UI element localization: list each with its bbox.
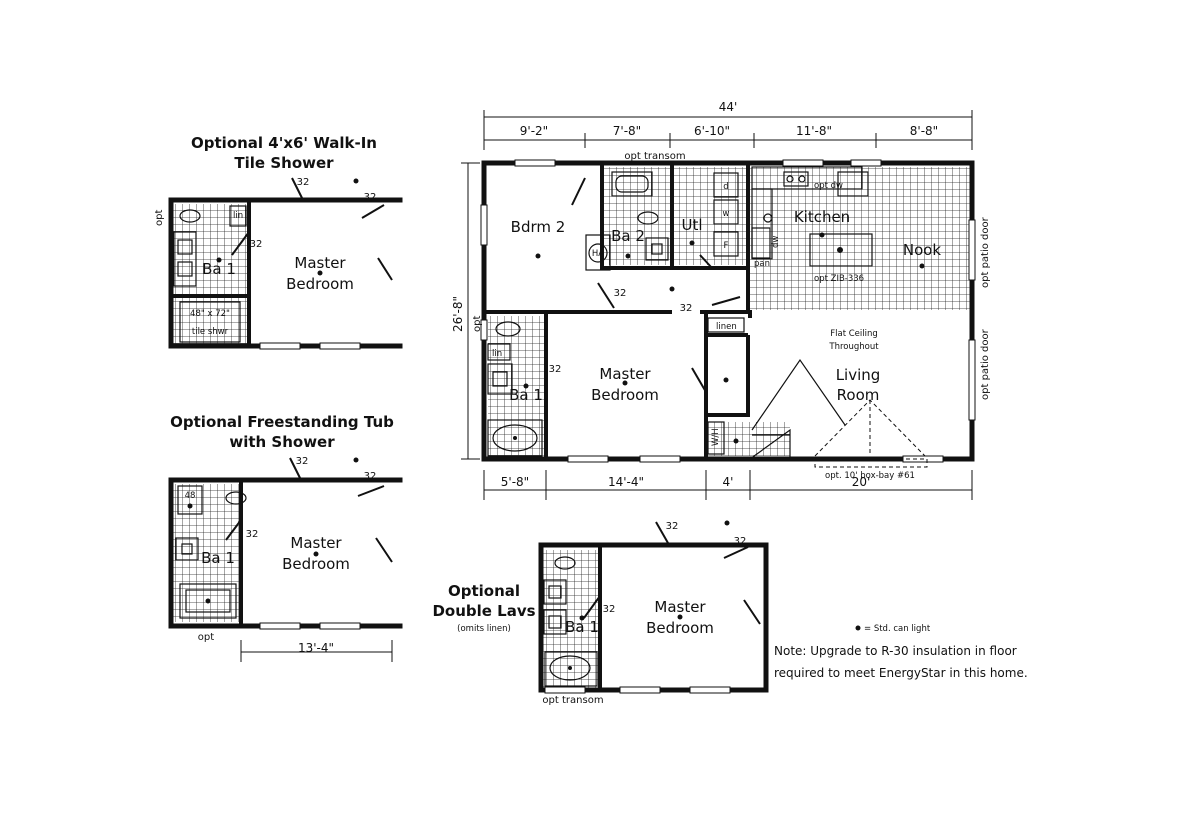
flat-ceiling-line2: Throughout bbox=[828, 342, 879, 352]
tub-48-label: 48 bbox=[185, 491, 196, 501]
living-room-line1: Living bbox=[836, 366, 881, 384]
pantry-label: pan bbox=[754, 259, 770, 269]
note-line1: Note: Upgrade to R-30 insulation in floo… bbox=[774, 644, 1017, 658]
opt-transom-label: opt transom bbox=[624, 151, 685, 162]
walkin-opt-label: opt bbox=[154, 210, 165, 226]
bottom-dimensions: 5'-8" 14'-4" 4' 20' bbox=[483, 470, 973, 500]
walkin-lin-label: lin bbox=[233, 211, 243, 221]
lavs-door-32-a: 32 bbox=[666, 521, 679, 532]
depth-dimension: 26'-8" bbox=[451, 162, 480, 460]
lavs-ba1-label: Ba 1 bbox=[565, 618, 599, 636]
dryer-label: d bbox=[723, 182, 728, 192]
tub-door-32-c: 32 bbox=[246, 529, 259, 540]
lavs-title-line2: Double Lavs bbox=[432, 602, 535, 620]
walkin-shower-label: tile shwr bbox=[192, 327, 229, 337]
bdrm2-label: Bdrm 2 bbox=[511, 218, 566, 236]
bath-2-fixtures: HA bbox=[585, 171, 669, 271]
option-walkin-shower: Optional 4'x6' Walk-In Tile Shower 48" x… bbox=[154, 134, 403, 350]
tub-door-32-a: 32 bbox=[296, 456, 309, 467]
kitchen-label: Kitchen bbox=[794, 208, 850, 226]
walkin-door-32-a: 32 bbox=[297, 177, 310, 188]
interior-walls bbox=[484, 163, 752, 459]
top-dim-3: 6'-10" bbox=[694, 124, 730, 138]
walkin-ba1-label: Ba 1 bbox=[202, 260, 236, 278]
dw-label: dw bbox=[771, 236, 781, 248]
top-dim-5: 8'-8" bbox=[910, 124, 938, 138]
top-dim-2: 7'-8" bbox=[613, 124, 641, 138]
legend-can-light: = Std. can light bbox=[864, 624, 931, 634]
tub-ba1-label: Ba 1 bbox=[201, 549, 235, 567]
top-dim-1: 9'-2" bbox=[520, 124, 548, 138]
tub-width-dim: 13'-4" bbox=[298, 641, 334, 655]
bottom-dim-2: 14'-4" bbox=[608, 475, 644, 489]
washer-label: w bbox=[723, 209, 730, 219]
top-dim-4: 11'-8" bbox=[796, 124, 832, 138]
tub-room-line2: Bedroom bbox=[282, 555, 350, 573]
flat-ceiling-line1: Flat Ceiling bbox=[830, 329, 878, 339]
master-bedroom-line1: Master bbox=[599, 365, 651, 383]
legend: = Std. can light bbox=[855, 624, 931, 634]
windows bbox=[480, 159, 976, 463]
walkin-room-line1: Master bbox=[294, 254, 346, 272]
can-lights bbox=[523, 232, 925, 444]
doors bbox=[571, 177, 741, 393]
walkin-room-line2: Bedroom bbox=[286, 275, 354, 293]
energy-note: Note: Upgrade to R-30 insulation in floo… bbox=[774, 644, 1028, 680]
walkin-door-32-b: 32 bbox=[364, 192, 377, 203]
box-bay-label: opt. 10' box-bay #61 bbox=[825, 471, 915, 481]
living-room-details: opt. 10' box-bay #61 Flat Ceiling Throug… bbox=[751, 329, 928, 481]
walkin-shower-size: 48" x 72" bbox=[190, 309, 230, 319]
tub-opt-label: opt bbox=[198, 632, 214, 643]
overall-width-label: 44' bbox=[719, 100, 738, 114]
nook-label: Nook bbox=[903, 241, 942, 259]
door-width-bdrm2: 32 bbox=[614, 288, 627, 299]
option-freestanding-tub: Optional Freestanding Tub with Shower 48… bbox=[168, 413, 403, 662]
utl-label: Utl bbox=[681, 216, 702, 234]
overall-depth-label: 26'-8" bbox=[451, 296, 465, 332]
opt-patio-door-1: opt patio door bbox=[980, 216, 991, 288]
tub-door-32-b: 32 bbox=[364, 471, 377, 482]
lavs-door-32-c: 32 bbox=[603, 604, 616, 615]
lavs-title-line1: Optional bbox=[448, 582, 520, 600]
tub-title-line2: with Shower bbox=[229, 433, 335, 451]
door-width-ba1: 32 bbox=[549, 364, 562, 375]
kitchen-fixtures: opt dw dw pan opt ZIB-336 bbox=[751, 166, 873, 284]
walkin-title-line2: Tile Shower bbox=[234, 154, 334, 172]
lavs-room-line1: Master bbox=[654, 598, 706, 616]
opt-zib-label: opt ZIB-336 bbox=[814, 274, 864, 284]
door-width-master: 32 bbox=[680, 303, 693, 314]
ha-label: HA bbox=[592, 249, 604, 259]
bottom-dim-3: 4' bbox=[723, 475, 734, 489]
top-dimensions: 44' 9'-2" 7'-8" 6'-10" 11'-8" 8'-8" bbox=[483, 100, 973, 150]
ba1-label: Ba 1 bbox=[509, 386, 543, 404]
living-room-line2: Room bbox=[837, 386, 880, 404]
opt-patio-door-2: opt patio door bbox=[980, 328, 991, 400]
opt-window-label: opt bbox=[472, 316, 483, 332]
lin-label: lin bbox=[492, 349, 502, 359]
furnace-label: F bbox=[724, 241, 729, 251]
main-floor-plan: 44' 9'-2" 7'-8" 6'-10" 11'-8" 8'-8" 26'-… bbox=[451, 100, 991, 500]
option-double-lavs: Optional Double Lavs (omits linen) Maste… bbox=[432, 520, 769, 706]
lavs-door-32-b: 32 bbox=[734, 536, 747, 547]
ba2-label: Ba 2 bbox=[611, 227, 645, 245]
lavs-note: (omits linen) bbox=[457, 624, 511, 634]
lavs-room-line2: Bedroom bbox=[646, 619, 714, 637]
utility-fixtures: d w F bbox=[713, 172, 739, 257]
bottom-dim-4: 20' bbox=[852, 475, 871, 489]
note-line2: required to meet EnergyStar in this home… bbox=[774, 666, 1028, 680]
tub-room-line1: Master bbox=[290, 534, 342, 552]
bath-1-fixtures: lin bbox=[487, 321, 543, 457]
closet-fixtures: linen W/H bbox=[707, 317, 791, 460]
walkin-title-line1: Optional 4'x6' Walk-In bbox=[191, 134, 377, 152]
opt-dw-label: opt dw bbox=[814, 181, 843, 191]
linen-label: linen bbox=[716, 322, 737, 332]
bottom-dim-1: 5'-8" bbox=[501, 475, 529, 489]
lavs-opt-transom: opt transom bbox=[542, 695, 603, 706]
walkin-door-32-c: 32 bbox=[250, 239, 263, 250]
wh-label: W/H bbox=[711, 428, 721, 446]
tub-title-line1: Optional Freestanding Tub bbox=[170, 413, 394, 431]
master-bedroom-line2: Bedroom bbox=[591, 386, 659, 404]
